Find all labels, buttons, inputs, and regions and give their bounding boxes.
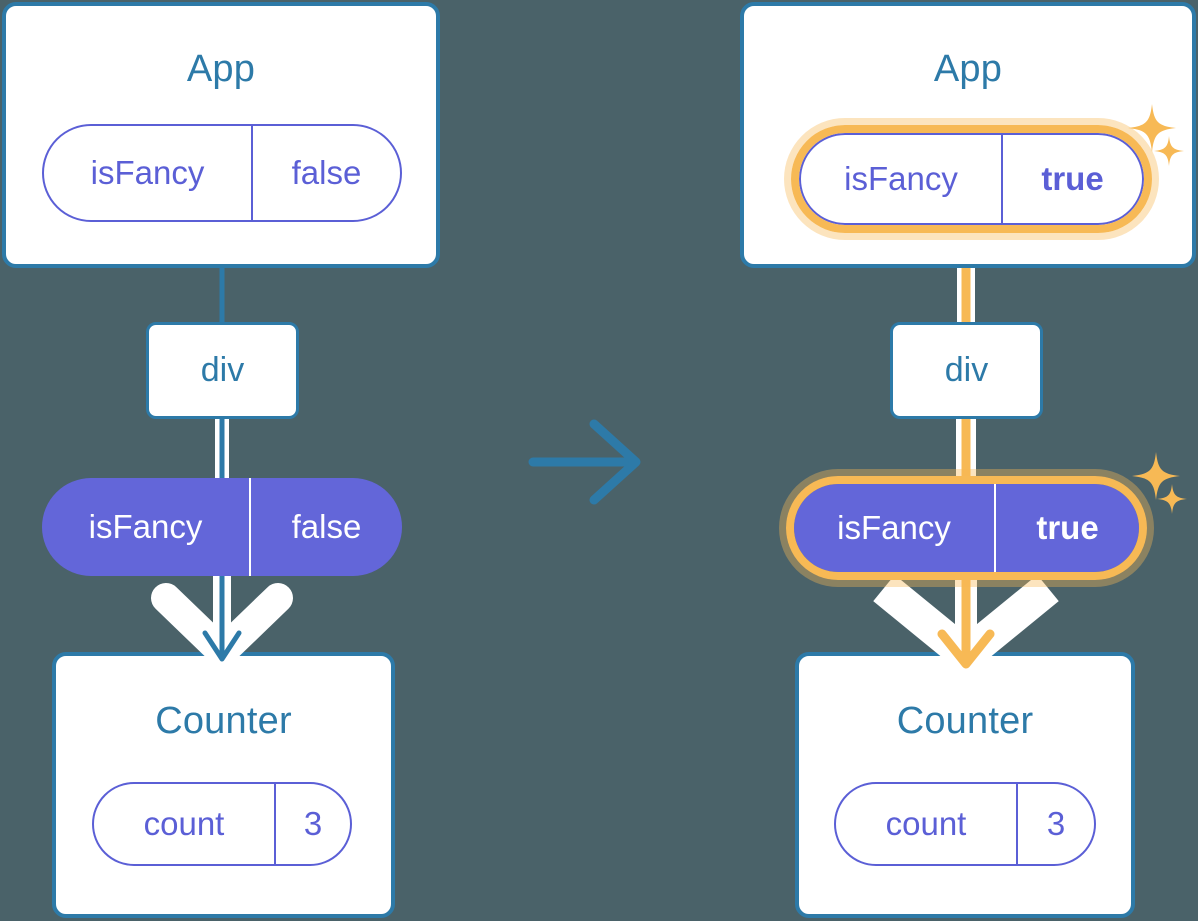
prop-pill-before-key: isFancy (88, 508, 203, 545)
state-pill-app-before-key: isFancy (90, 154, 205, 191)
state-pill-counter-after-value: 3 (1016, 784, 1094, 864)
state-pill-counter-before-value: 3 (274, 784, 350, 864)
state-pill-counter-before[interactable]: count 3 (92, 782, 352, 866)
div-node-after-label: div (944, 351, 989, 389)
prop-pill-after-value: true (994, 484, 1139, 572)
transition-right-arrow-icon (528, 419, 641, 505)
sparkle-large-icon-2 (1132, 452, 1180, 500)
state-pill-app-before[interactable]: isFancy false (42, 124, 402, 222)
state-pill-counter-before-key: count (143, 805, 225, 842)
app-title-after: App (933, 48, 1003, 90)
state-pill-counter-after-key: count (885, 805, 967, 842)
state-pill-app-after[interactable]: isFancy true (799, 133, 1144, 225)
counter-title-after: Counter (896, 700, 1034, 742)
prop-pill-after-key: isFancy (837, 509, 951, 546)
sparkle-small-icon (1154, 136, 1184, 166)
prop-pill-before[interactable]: isFancy false (42, 478, 402, 576)
state-pill-app-after-key: isFancy (844, 160, 958, 197)
div-node-before: div (146, 322, 299, 419)
prop-pill-after[interactable]: isFancy true (794, 484, 1139, 572)
prop-pill-before-value: false (249, 478, 402, 576)
div-node-after: div (890, 322, 1043, 419)
state-pill-app-before-value: false (251, 126, 400, 220)
div-node-before-label: div (200, 351, 245, 389)
arrow-prop-to-counter-after (873, 570, 1059, 672)
sparkle-large-icon (1128, 104, 1176, 152)
counter-title-before: Counter (155, 700, 292, 742)
sparkle-small-icon-2 (1157, 484, 1187, 514)
state-pill-counter-after[interactable]: count 3 (834, 782, 1096, 866)
app-title-before: App (186, 48, 256, 90)
state-pill-app-after-value: true (1001, 135, 1142, 223)
arrow-prop-to-counter-before (151, 576, 293, 667)
